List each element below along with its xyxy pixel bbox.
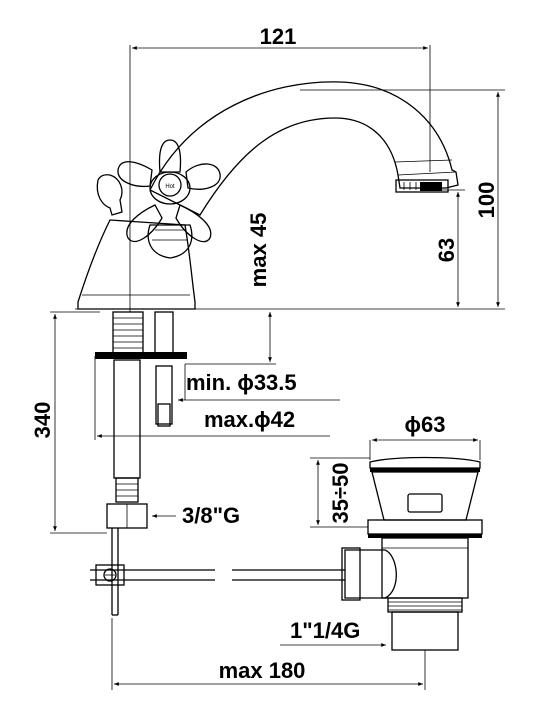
dim-340-label: 340 [30, 402, 55, 439]
drain-assembly [341, 456, 483, 651]
dim-max180-label: max 180 [219, 658, 306, 683]
dim-121-label: 121 [260, 24, 297, 49]
cross-handle: Hot [117, 139, 221, 259]
dim-drain-range: 35÷50 [310, 457, 370, 528]
dim-min-diameter-label: min. ϕ33.5 [186, 370, 297, 395]
dim-max45: max 45 [185, 213, 276, 365]
dim-drain-diameter: ϕ63 [369, 412, 481, 460]
dim-100-label: 100 [474, 182, 499, 219]
dim-121: 121 [129, 24, 431, 312]
dim-drain-diameter-label: ϕ63 [405, 412, 446, 437]
faucet-body: Hot [77, 81, 459, 310]
dim-max45-label: max 45 [246, 213, 271, 288]
dim-drain-thread-label: 1"1/4G [290, 618, 360, 643]
dim-340: 340 [30, 311, 107, 534]
drain-rod [90, 564, 345, 586]
dim-3-8-thread: 3/8"G [152, 503, 240, 528]
dim-max-diameter-label: max.ϕ42 [204, 407, 295, 432]
hot-label: Hot [165, 184, 175, 190]
dim-3-8-label: 3/8"G [182, 503, 240, 528]
dim-max180: max 180 [111, 618, 426, 690]
dim-63: 63 [434, 189, 465, 307]
dim-63-label: 63 [434, 238, 459, 262]
dim-min-diameter: min. ϕ33.5 [94, 356, 340, 440]
dim-drain-thread: 1"1/4G [280, 618, 386, 647]
dim-100: 100 [300, 89, 505, 307]
mounting-assembly [95, 311, 187, 616]
dim-max-diameter: max.ϕ42 [97, 407, 330, 438]
dim-drain-range-label: 35÷50 [328, 462, 353, 523]
